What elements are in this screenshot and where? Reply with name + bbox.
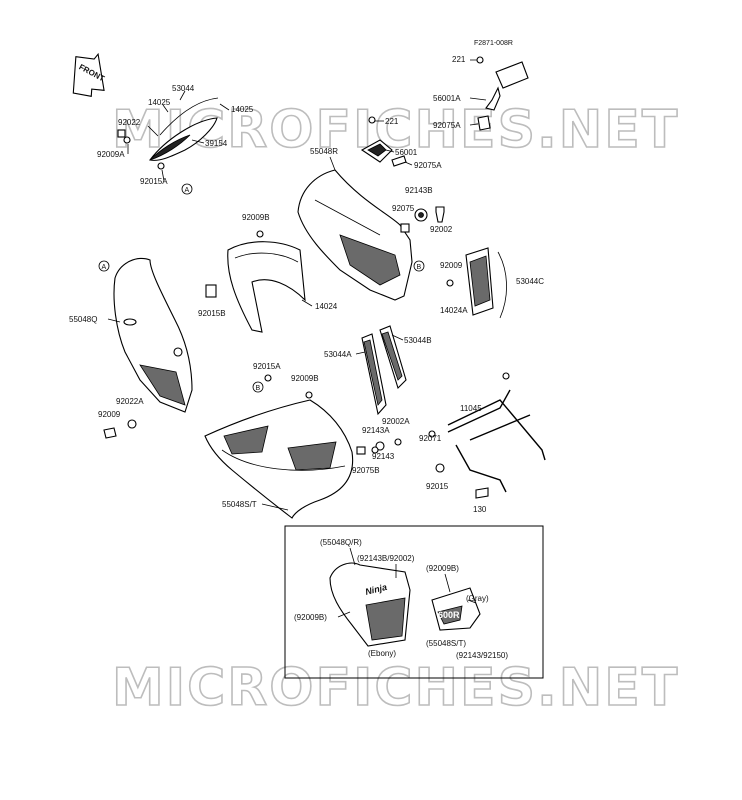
- label-92075A-top: 92075A: [433, 121, 461, 130]
- figure-code: F2871-008R: [474, 40, 513, 47]
- inset-label-gray: (Gray): [466, 594, 489, 603]
- label-55048R: 55048R: [310, 147, 338, 156]
- label-39154: 39154: [205, 139, 228, 148]
- hardware-group-part: [356, 438, 402, 455]
- label-92009B-mid: 92009B: [291, 374, 319, 383]
- label-53044B: 53044B: [404, 336, 432, 345]
- label-92009A: 92009A: [97, 150, 125, 159]
- lower-fairing-55048ST-part: [204, 399, 354, 519]
- callout-b-lower: B: [252, 381, 264, 393]
- label-92022: 92022: [118, 118, 141, 127]
- label-92071: 92071: [419, 434, 442, 443]
- label-92022A: 92022A: [116, 397, 144, 406]
- left-fairing-55048Q-part: [113, 257, 193, 413]
- label-92075: 92075: [392, 204, 415, 213]
- screw-92009-part: [103, 419, 137, 439]
- label-14025-left: 14025: [148, 98, 171, 107]
- label-92015B: 92015B: [198, 309, 226, 318]
- label-92015A-top: 92015A: [140, 177, 168, 186]
- inset-label-55048QR: (55048Q/R): [320, 538, 362, 547]
- grommet-part: [400, 206, 445, 233]
- inset-label-92009B-b: (92009B): [294, 613, 327, 622]
- label-92002: 92002: [430, 225, 453, 234]
- callout-b-right: B: [413, 260, 425, 272]
- label-92009B-top: 92009B: [242, 213, 270, 222]
- label-92009-left: 92009: [98, 410, 121, 419]
- front-arrow-icon: FRONT: [72, 52, 106, 97]
- stay-11045-part: [428, 372, 546, 499]
- inset-label-92143B-92002: (92143B/92002): [357, 554, 415, 563]
- mirror-left-part: [360, 116, 407, 167]
- svg-text:B: B: [417, 264, 422, 271]
- side-panel-53044C-part: [465, 247, 507, 319]
- label-92015A-mid: 92015A: [253, 362, 281, 371]
- svg-text:B: B: [256, 385, 261, 392]
- label-56001: 56001: [395, 148, 418, 157]
- label-92009-right: 92009: [440, 261, 463, 270]
- callout-a-top: A: [181, 183, 193, 195]
- trim-strip-53044A-part: [361, 333, 387, 416]
- label-92143: 92143: [372, 452, 395, 461]
- inset-decal-600r: 600R: [438, 610, 460, 620]
- label-92143A: 92143A: [362, 426, 390, 435]
- inner-panel-14024-part: [205, 241, 306, 333]
- label-53044: 53044: [172, 84, 195, 93]
- inset-label-55048ST: (55048S/T): [426, 639, 466, 648]
- watermark-bottom: MICROFICHES.NET: [112, 658, 679, 718]
- callout-a-left: A: [98, 260, 110, 272]
- label-14025-right: 14025: [231, 105, 254, 114]
- label-221-top: 221: [452, 55, 466, 64]
- label-55048Q: 55048Q: [69, 315, 97, 324]
- label-92015: 92015: [426, 482, 449, 491]
- svg-text:A: A: [185, 187, 190, 194]
- label-53044C: 53044C: [516, 277, 544, 286]
- label-92075A-mid: 92075A: [414, 161, 442, 170]
- upper-cowl-55048R-part: [297, 169, 413, 301]
- trim-strip-53044B-part: [379, 325, 407, 390]
- inset-upper-fairing-part: Ninja: [329, 562, 411, 647]
- label-14024A: 14024A: [440, 306, 468, 315]
- label-92143B: 92143B: [405, 186, 433, 195]
- label-56001A: 56001A: [433, 94, 461, 103]
- label-11045: 11045: [460, 404, 482, 413]
- label-130: 130: [473, 505, 487, 514]
- windshield-part: [117, 97, 219, 170]
- inset-label-92143-92150: (92143/92150): [456, 651, 508, 660]
- label-55048ST: 55048S/T: [222, 500, 257, 509]
- label-221-mid: 221: [385, 117, 399, 126]
- label-14024: 14024: [315, 302, 338, 311]
- label-53044A: 53044A: [324, 350, 352, 359]
- inset-label-92009B-a: (92009B): [426, 564, 459, 573]
- label-92002A: 92002A: [382, 417, 410, 426]
- svg-text:A: A: [102, 264, 107, 271]
- inset-lower-fairing-part: 600R: [431, 587, 481, 631]
- label-92075B: 92075B: [352, 466, 380, 475]
- variant-inset-box: [284, 525, 544, 679]
- inset-label-ebony: (Ebony): [368, 649, 396, 658]
